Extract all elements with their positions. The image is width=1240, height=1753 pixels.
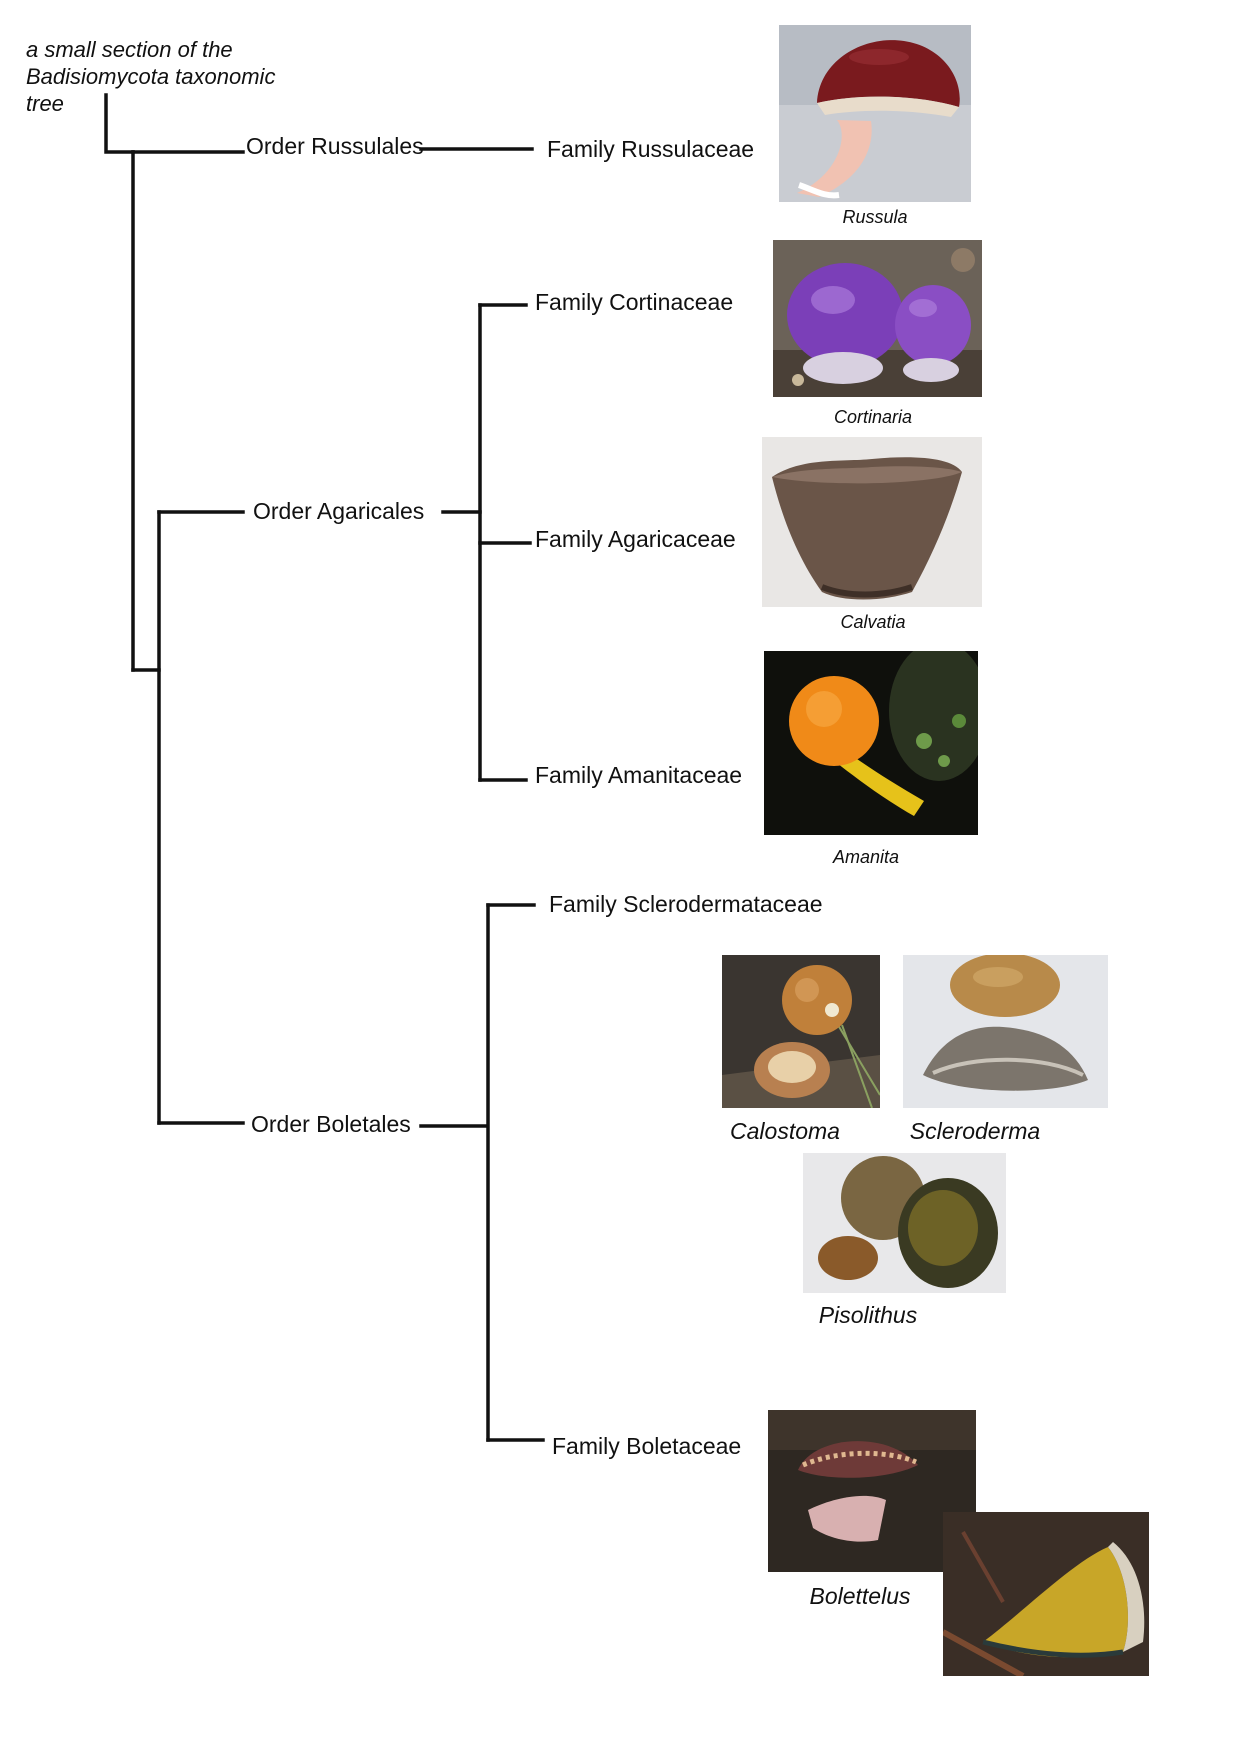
pisolithus-photo [803, 1153, 1006, 1293]
scleroderma-caption: Scleroderma [909, 1118, 1041, 1144]
diagram-title: a small section of the Badisiomycota tax… [26, 37, 276, 116]
calostoma-caption: Calostoma [730, 1118, 840, 1144]
family-agaricaceae-label: Family Agaricaceae [535, 526, 736, 552]
bolettelus-photo-1 [768, 1410, 976, 1572]
family-sclerodermataceae-label: Family Sclerodermataceae [549, 891, 823, 917]
family-amanitaceae-label: Family Amanitaceae [535, 762, 743, 788]
order-agaricales-label: Order Agaricales [253, 498, 425, 524]
family-cortinaceae-label: Family Cortinaceae [535, 289, 734, 315]
russula-photo [779, 25, 971, 202]
family-boletaceae-label: Family Boletaceae [552, 1433, 742, 1459]
calostoma-photo [722, 955, 880, 1108]
scleroderma-photo [903, 955, 1108, 1108]
calvatia-caption: Calvatia [840, 612, 906, 632]
bolettelus-caption: Bolettelus [809, 1583, 911, 1609]
order-russulales-label: Order Russulales [246, 133, 424, 159]
family-russulaceae-label: Family Russulaceae [547, 136, 755, 162]
amanita-caption: Amanita [832, 847, 900, 867]
cortinaria-caption: Cortinaria [833, 407, 913, 427]
bolettelus-photo-2 [943, 1512, 1149, 1676]
amanita-photo [764, 651, 978, 835]
calvatia-photo [762, 437, 982, 607]
order-boletales-label: Order Boletales [251, 1111, 411, 1137]
cortinaria-photo [773, 240, 982, 397]
root-stem [104, 93, 135, 154]
russula-caption: Russula [842, 207, 908, 227]
pisolithus-caption: Pisolithus [818, 1302, 918, 1328]
